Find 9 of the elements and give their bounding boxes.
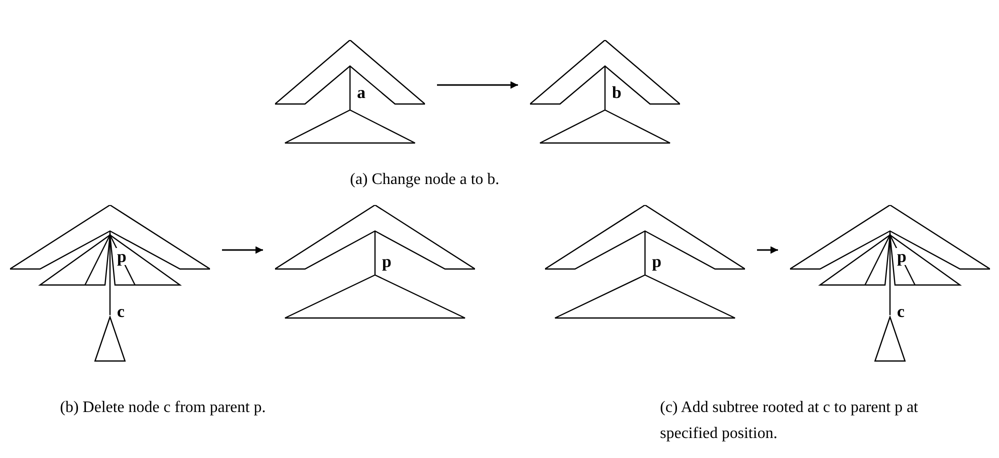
caption: (a) Change node a to b. bbox=[350, 170, 500, 190]
caption: (c) Add subtree rooted at c to parent p at specified position. bbox=[660, 398, 920, 444]
node-label: p bbox=[116, 248, 128, 265]
node-label: p bbox=[896, 248, 908, 265]
caption: (b) Delete node c from parent p. bbox=[60, 398, 267, 418]
arrow bbox=[757, 246, 778, 254]
arrow bbox=[222, 246, 263, 254]
node-label: b bbox=[611, 84, 622, 102]
arrow bbox=[437, 81, 518, 89]
